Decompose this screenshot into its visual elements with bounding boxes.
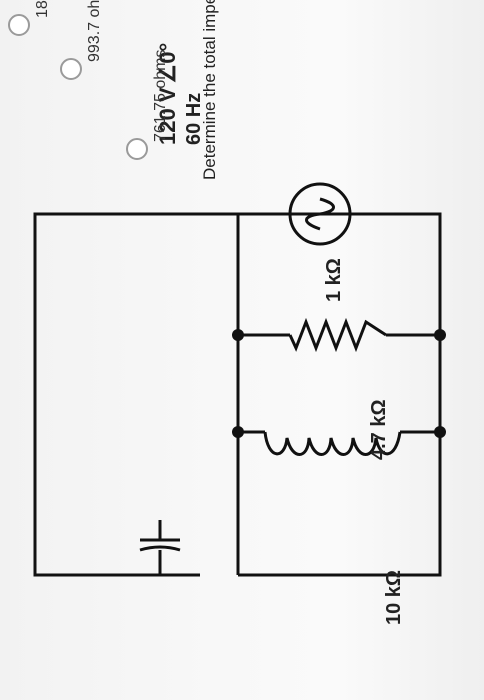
answer-option-label: 188 micro ohms angle -90 degrees — [34, 0, 52, 18]
resistor-2-label: 4.7 kΩ — [368, 399, 390, 460]
frequency-label: 60 Hz — [183, 93, 205, 145]
junction-dot — [232, 426, 244, 438]
source-voltage-label: 120 V∠0° — [155, 43, 180, 145]
junction-dots — [232, 329, 446, 438]
question-text: Determine the total impedance. — [200, 0, 219, 180]
ac-source-icon — [288, 182, 352, 246]
capacitor-icon — [139, 520, 181, 575]
answer-option-label: 993.7 ohms angle 6.43 degrees — [86, 0, 104, 62]
answer-option-1[interactable]: 761.75 ohms — [126, 49, 170, 160]
answer-option-2[interactable]: 993.7 ohms angle 6.43 degrees — [60, 0, 104, 80]
resistor-icon — [288, 317, 387, 353]
radio-button[interactable] — [8, 14, 30, 36]
junction-dot — [232, 329, 244, 341]
junction-dot — [434, 426, 446, 438]
junction-dot — [434, 329, 446, 341]
answer-option-label: 761.75 ohms — [152, 49, 169, 142]
radio-button[interactable] — [60, 58, 82, 80]
top-return-wire — [33, 212, 205, 577]
capacitor-label: 10 kΩ — [383, 570, 405, 625]
radio-button[interactable] — [126, 138, 148, 160]
inductor-icon — [263, 431, 402, 456]
circuit-wires — [33, 212, 442, 577]
resistor-1-label: 1 kΩ — [323, 258, 345, 302]
answer-option-3[interactable]: 188 micro ohms angle -90 degrees — [8, 0, 52, 36]
